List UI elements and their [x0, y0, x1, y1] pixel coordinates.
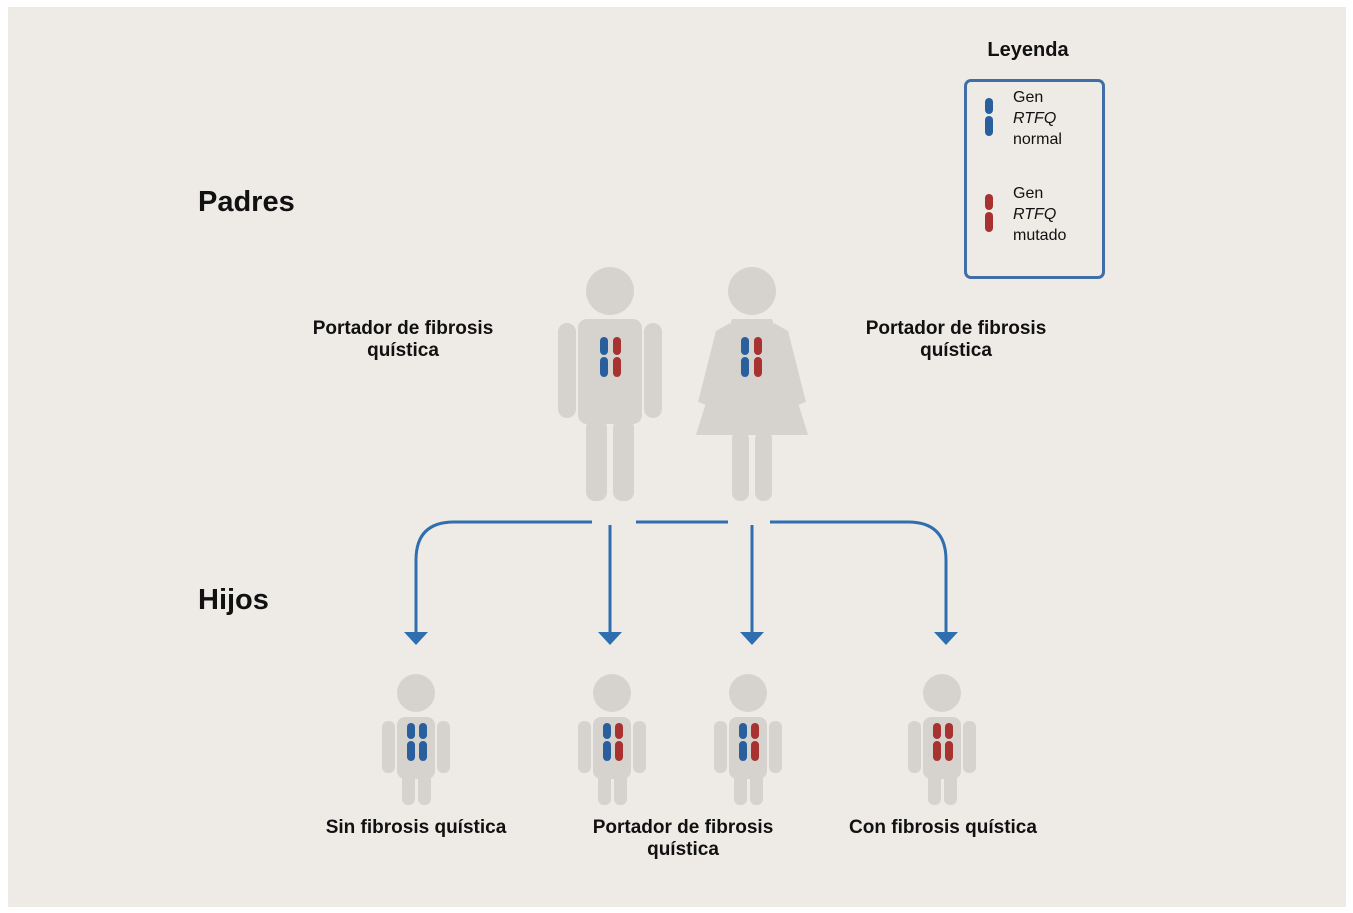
arrow-line	[414, 520, 592, 632]
arrowheads	[404, 632, 958, 645]
male-parent-chromosomes	[600, 337, 621, 377]
label-line: Con fibrosis quística	[849, 817, 1037, 838]
label-line: quística	[647, 839, 719, 860]
legend-line: mutado	[1013, 227, 1067, 244]
chromosome-segment	[985, 116, 993, 136]
legend-box: Gen RTFQ normal Gen RTFQ mutado	[964, 79, 1105, 279]
parent-label-male: Portador de fibrosis quística	[288, 318, 518, 362]
chromosome-normal	[741, 337, 749, 355]
arrowhead	[934, 632, 958, 645]
label-line: Portador de fibrosis	[312, 318, 494, 339]
chromosome-normal	[600, 357, 608, 377]
chromosome-mutated	[945, 741, 953, 761]
child-figure-1	[382, 674, 450, 805]
legend-line: Gen	[1013, 185, 1044, 202]
male-parent-figure	[558, 267, 662, 501]
child-1-chromosomes	[407, 723, 427, 761]
label-line: quística	[367, 340, 439, 361]
legend-gene-name: RTFQ	[1013, 206, 1057, 223]
legend-normal-chromosome-icon	[985, 98, 993, 136]
parents-section-label: Padres	[198, 186, 295, 218]
chromosome-mutated	[754, 337, 762, 355]
chromosome-mutated	[754, 357, 762, 377]
chromosome-segment	[985, 194, 993, 210]
parent-label-female: Portador de fibrosis quística	[841, 318, 1071, 362]
legend-line: Gen	[1013, 89, 1044, 106]
female-parent-figure	[696, 267, 808, 501]
label-line: Portador de fibrosis	[592, 817, 774, 838]
chromosome-mutated	[933, 741, 941, 761]
female-parent-chromosomes	[741, 337, 762, 377]
chromosome-normal	[407, 723, 415, 739]
chromosome-normal	[603, 741, 611, 761]
chromosome-normal	[741, 357, 749, 377]
arrow-line	[770, 520, 948, 632]
child-3-chromosomes	[739, 723, 759, 761]
chromosome-normal	[419, 741, 427, 761]
child-label-1: Sin fibrosis quística	[306, 817, 526, 839]
arrowhead	[404, 632, 428, 645]
legend-line: normal	[1013, 131, 1062, 148]
chromosome-mutated	[613, 337, 621, 355]
diagram-canvas: Padres Hijos Portador de fibrosis quísti…	[8, 7, 1346, 907]
legend-item-normal: Gen RTFQ normal	[1013, 87, 1062, 150]
chromosome-mutated	[613, 357, 621, 377]
chromosome-segment	[985, 98, 993, 114]
chromosome-mutated	[615, 723, 623, 739]
child-figure-4	[908, 674, 976, 805]
label-line: Portador de fibrosis	[865, 318, 1047, 339]
inheritance-arrows	[414, 520, 948, 632]
chromosome-mutated	[933, 723, 941, 739]
arrowhead	[740, 632, 764, 645]
chromosome-segment	[985, 212, 993, 232]
chromosome-normal	[739, 741, 747, 761]
inheritance-diagram	[382, 267, 976, 805]
child-label-2: Portador de fibrosis quística	[568, 817, 798, 861]
arrowhead	[598, 632, 622, 645]
chromosome-normal	[407, 741, 415, 761]
children-section-label: Hijos	[198, 584, 269, 616]
label-line: quística	[920, 340, 992, 361]
legend-item-mutated: Gen RTFQ mutado	[1013, 183, 1066, 246]
child-4-chromosomes	[933, 723, 953, 761]
chromosome-mutated	[945, 723, 953, 739]
label-line: Sin fibrosis quística	[325, 817, 507, 838]
legend-mutated-chromosome-icon	[985, 194, 993, 232]
chromosome-normal	[600, 337, 608, 355]
chromosome-normal	[603, 723, 611, 739]
child-figure-3	[714, 674, 782, 805]
legend-gene-name: RTFQ	[1013, 110, 1057, 127]
legend-title: Leyenda	[987, 39, 1069, 61]
chromosome-normal	[419, 723, 427, 739]
chromosome-mutated	[615, 741, 623, 761]
chromosome-normal	[739, 723, 747, 739]
child-2-chromosomes	[603, 723, 623, 761]
chromosome-mutated	[751, 741, 759, 761]
child-figure-2	[578, 674, 646, 805]
chromosome-mutated	[751, 723, 759, 739]
child-label-4: Con fibrosis quística	[828, 817, 1058, 839]
